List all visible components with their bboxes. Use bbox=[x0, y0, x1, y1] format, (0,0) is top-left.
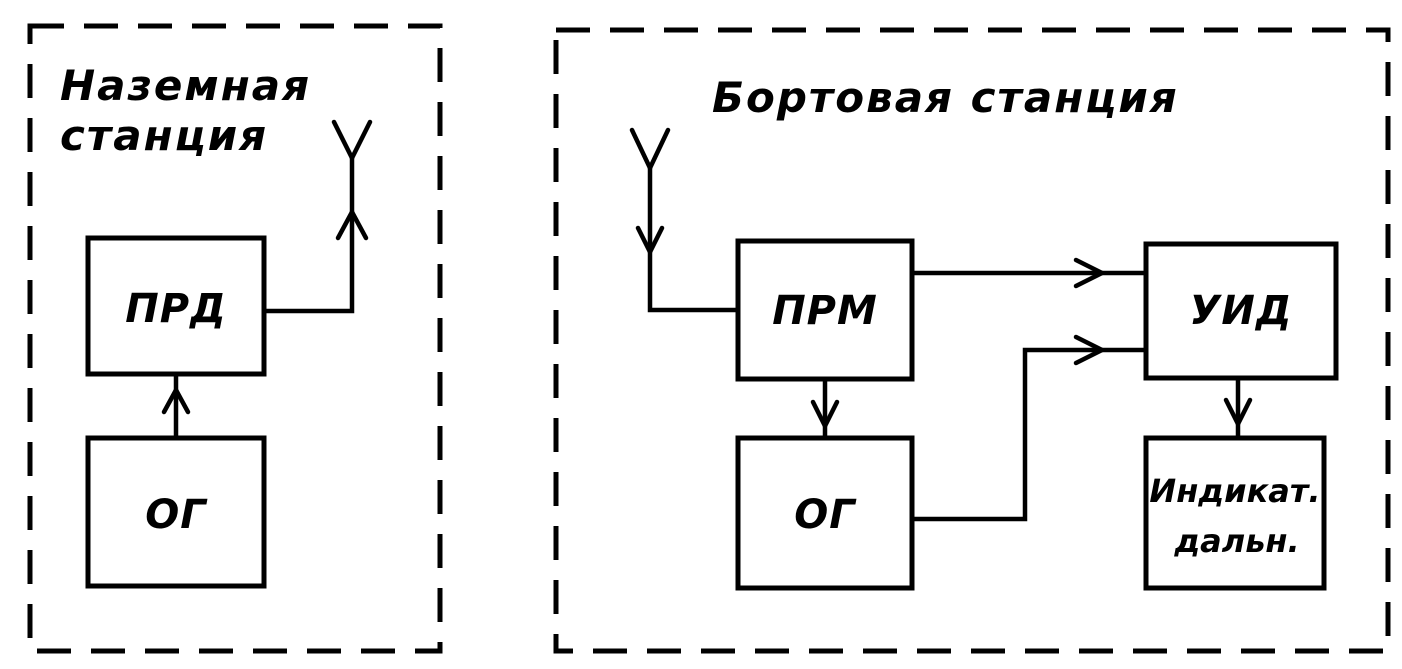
onboard-station-title: Бортовая станция bbox=[712, 73, 1179, 122]
transmitter-block bbox=[85, 235, 267, 377]
transmitter-to-antenna-arrow bbox=[335, 207, 369, 241]
range-indicator-block bbox=[1143, 435, 1327, 591]
ground-generator-label: ОГ bbox=[145, 492, 208, 538]
onboard-generator-block bbox=[735, 435, 915, 591]
ground-station-title-line2: станция bbox=[60, 111, 268, 160]
uid-label: УИД bbox=[1190, 288, 1293, 334]
receiver-label: ПРМ bbox=[772, 288, 878, 334]
receiver-to-generator-arrow bbox=[810, 399, 840, 432]
antenna-to-receiver-arrow bbox=[635, 225, 665, 258]
onboard-generator-label: ОГ bbox=[794, 492, 857, 538]
generator-to-uid-line bbox=[912, 347, 1146, 522]
uid-block bbox=[1143, 241, 1339, 381]
onboard-station-group: Бортовая станция ПРМ ОГ УИД Индикат. дал… bbox=[553, 27, 1391, 654]
receiver-to-uid-arrow bbox=[1073, 257, 1108, 289]
ground-generator-block bbox=[85, 435, 267, 589]
onboard-antenna-icon bbox=[629, 127, 671, 174]
ground-station-title-line1: Наземная bbox=[60, 61, 311, 110]
uid-to-indicator-arrow bbox=[1223, 397, 1253, 430]
transmitter-label: ПРД bbox=[125, 286, 226, 332]
ground-antenna-icon bbox=[331, 119, 373, 164]
generator-to-uid-arrow bbox=[1073, 334, 1108, 366]
transmitter-to-antenna-line bbox=[264, 155, 355, 314]
receiver-block bbox=[735, 238, 915, 382]
ground-station-group: Наземная станция ПРД ОГ bbox=[27, 23, 443, 654]
onboard-station-frame bbox=[553, 27, 1391, 654]
range-indicator-label-line1: Индикат. bbox=[1149, 472, 1320, 510]
antenna-to-receiver-line bbox=[647, 168, 738, 313]
range-indicator-label-line2: дальн. bbox=[1173, 522, 1299, 560]
generator-to-transmitter-arrow bbox=[161, 385, 191, 415]
ground-station-frame bbox=[27, 23, 443, 654]
